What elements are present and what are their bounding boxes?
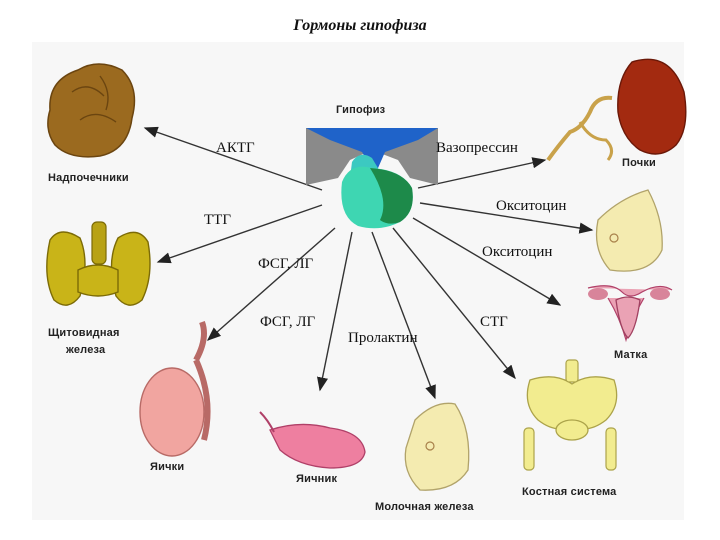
uterus-illustration xyxy=(587,285,673,343)
organ-label-mammary: Молочная железа xyxy=(375,501,474,513)
hormone-label-stg: СТГ xyxy=(480,314,508,330)
mammary-gland-illustration-right xyxy=(595,189,663,272)
arrow-oxytocin-mammary xyxy=(419,202,594,234)
hormone-label-prolactin: Пролактин xyxy=(348,330,418,346)
hormone-label-vasopressin: Вазопрессин xyxy=(436,140,518,156)
organ-label-ovary: Яичник xyxy=(296,473,338,485)
kidney-illustration xyxy=(546,58,687,162)
arrow-ttg xyxy=(156,204,323,264)
hormone-label-actg: АКТГ xyxy=(216,140,255,156)
arrow-fsg-lg-ovary xyxy=(317,231,353,392)
pituitary-label: Гипофиз xyxy=(336,104,386,116)
organ-label-skeleton: Костная система xyxy=(522,486,617,498)
organ-label-uterus: Матка xyxy=(614,349,648,361)
mammary-gland-illustration xyxy=(404,402,470,491)
organ-label-adrenal: Надпочечники xyxy=(48,172,129,184)
organ-label-thyroid-1: Щитовидная xyxy=(48,327,120,339)
thyroid-gland-illustration xyxy=(46,221,151,306)
organ-label-kidneys: Почки xyxy=(622,157,657,169)
arrow-vasopressin xyxy=(417,157,547,189)
organ-label-thyroid-2: железа xyxy=(66,344,106,356)
arrow-actg xyxy=(143,126,323,191)
arrow-stg xyxy=(392,227,516,380)
arrow-prolactin xyxy=(371,231,436,400)
organ-label-testes: Яички xyxy=(150,461,185,473)
testes-illustration xyxy=(139,320,211,457)
hormone-label-fsg-lg-2: ФСГ, ЛГ xyxy=(260,314,316,330)
hormone-label-oxytocin-2: Окситоцин xyxy=(482,244,553,260)
adrenal-gland-illustration xyxy=(47,63,136,158)
hormone-label-ttg: ТТГ xyxy=(204,212,231,228)
arrow-oxytocin-uterus xyxy=(412,217,562,306)
skeleton-illustration xyxy=(523,359,618,471)
arrow-fsg-lg-testes xyxy=(206,227,336,341)
hormone-label-oxytocin-1: Окситоцин xyxy=(496,198,567,214)
ovary-illustration xyxy=(259,411,366,469)
hormone-label-fsg-lg-1: ФСГ, ЛГ xyxy=(258,256,314,272)
pituitary-illustration xyxy=(306,128,438,229)
page-title: Гормоны гипофиза xyxy=(293,17,427,34)
